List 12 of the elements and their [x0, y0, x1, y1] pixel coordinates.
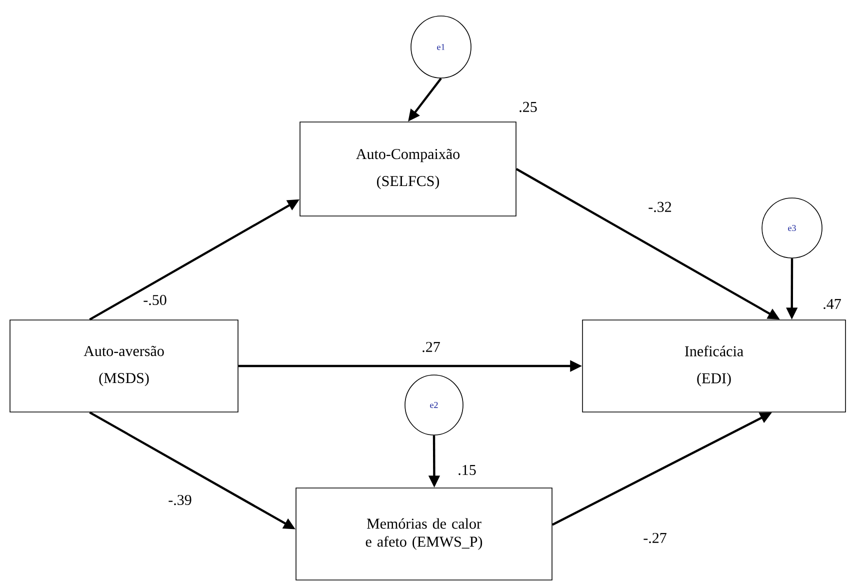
variable-box: Memórias de calor e afeto (EMWS_P) — [296, 488, 552, 580]
variable-box: Auto-aversão (MSDS) — [10, 320, 238, 412]
coefficient-label: .25 — [520, 102, 537, 112]
coefficient-label: .15 — [458, 464, 476, 476]
edge-label: -.32 — [648, 202, 672, 212]
variable-box: Ineficácia (EDI) — [582, 320, 846, 412]
edge-label: -.50 — [144, 294, 166, 306]
edge-label: .27 — [422, 342, 440, 352]
variable-box: Auto-Compaixão (SELFCS) — [300, 122, 516, 216]
edge-label: -.39 — [168, 494, 192, 506]
coefficient-label: .47 — [824, 298, 841, 310]
edge-label: -.27 — [644, 532, 666, 544]
